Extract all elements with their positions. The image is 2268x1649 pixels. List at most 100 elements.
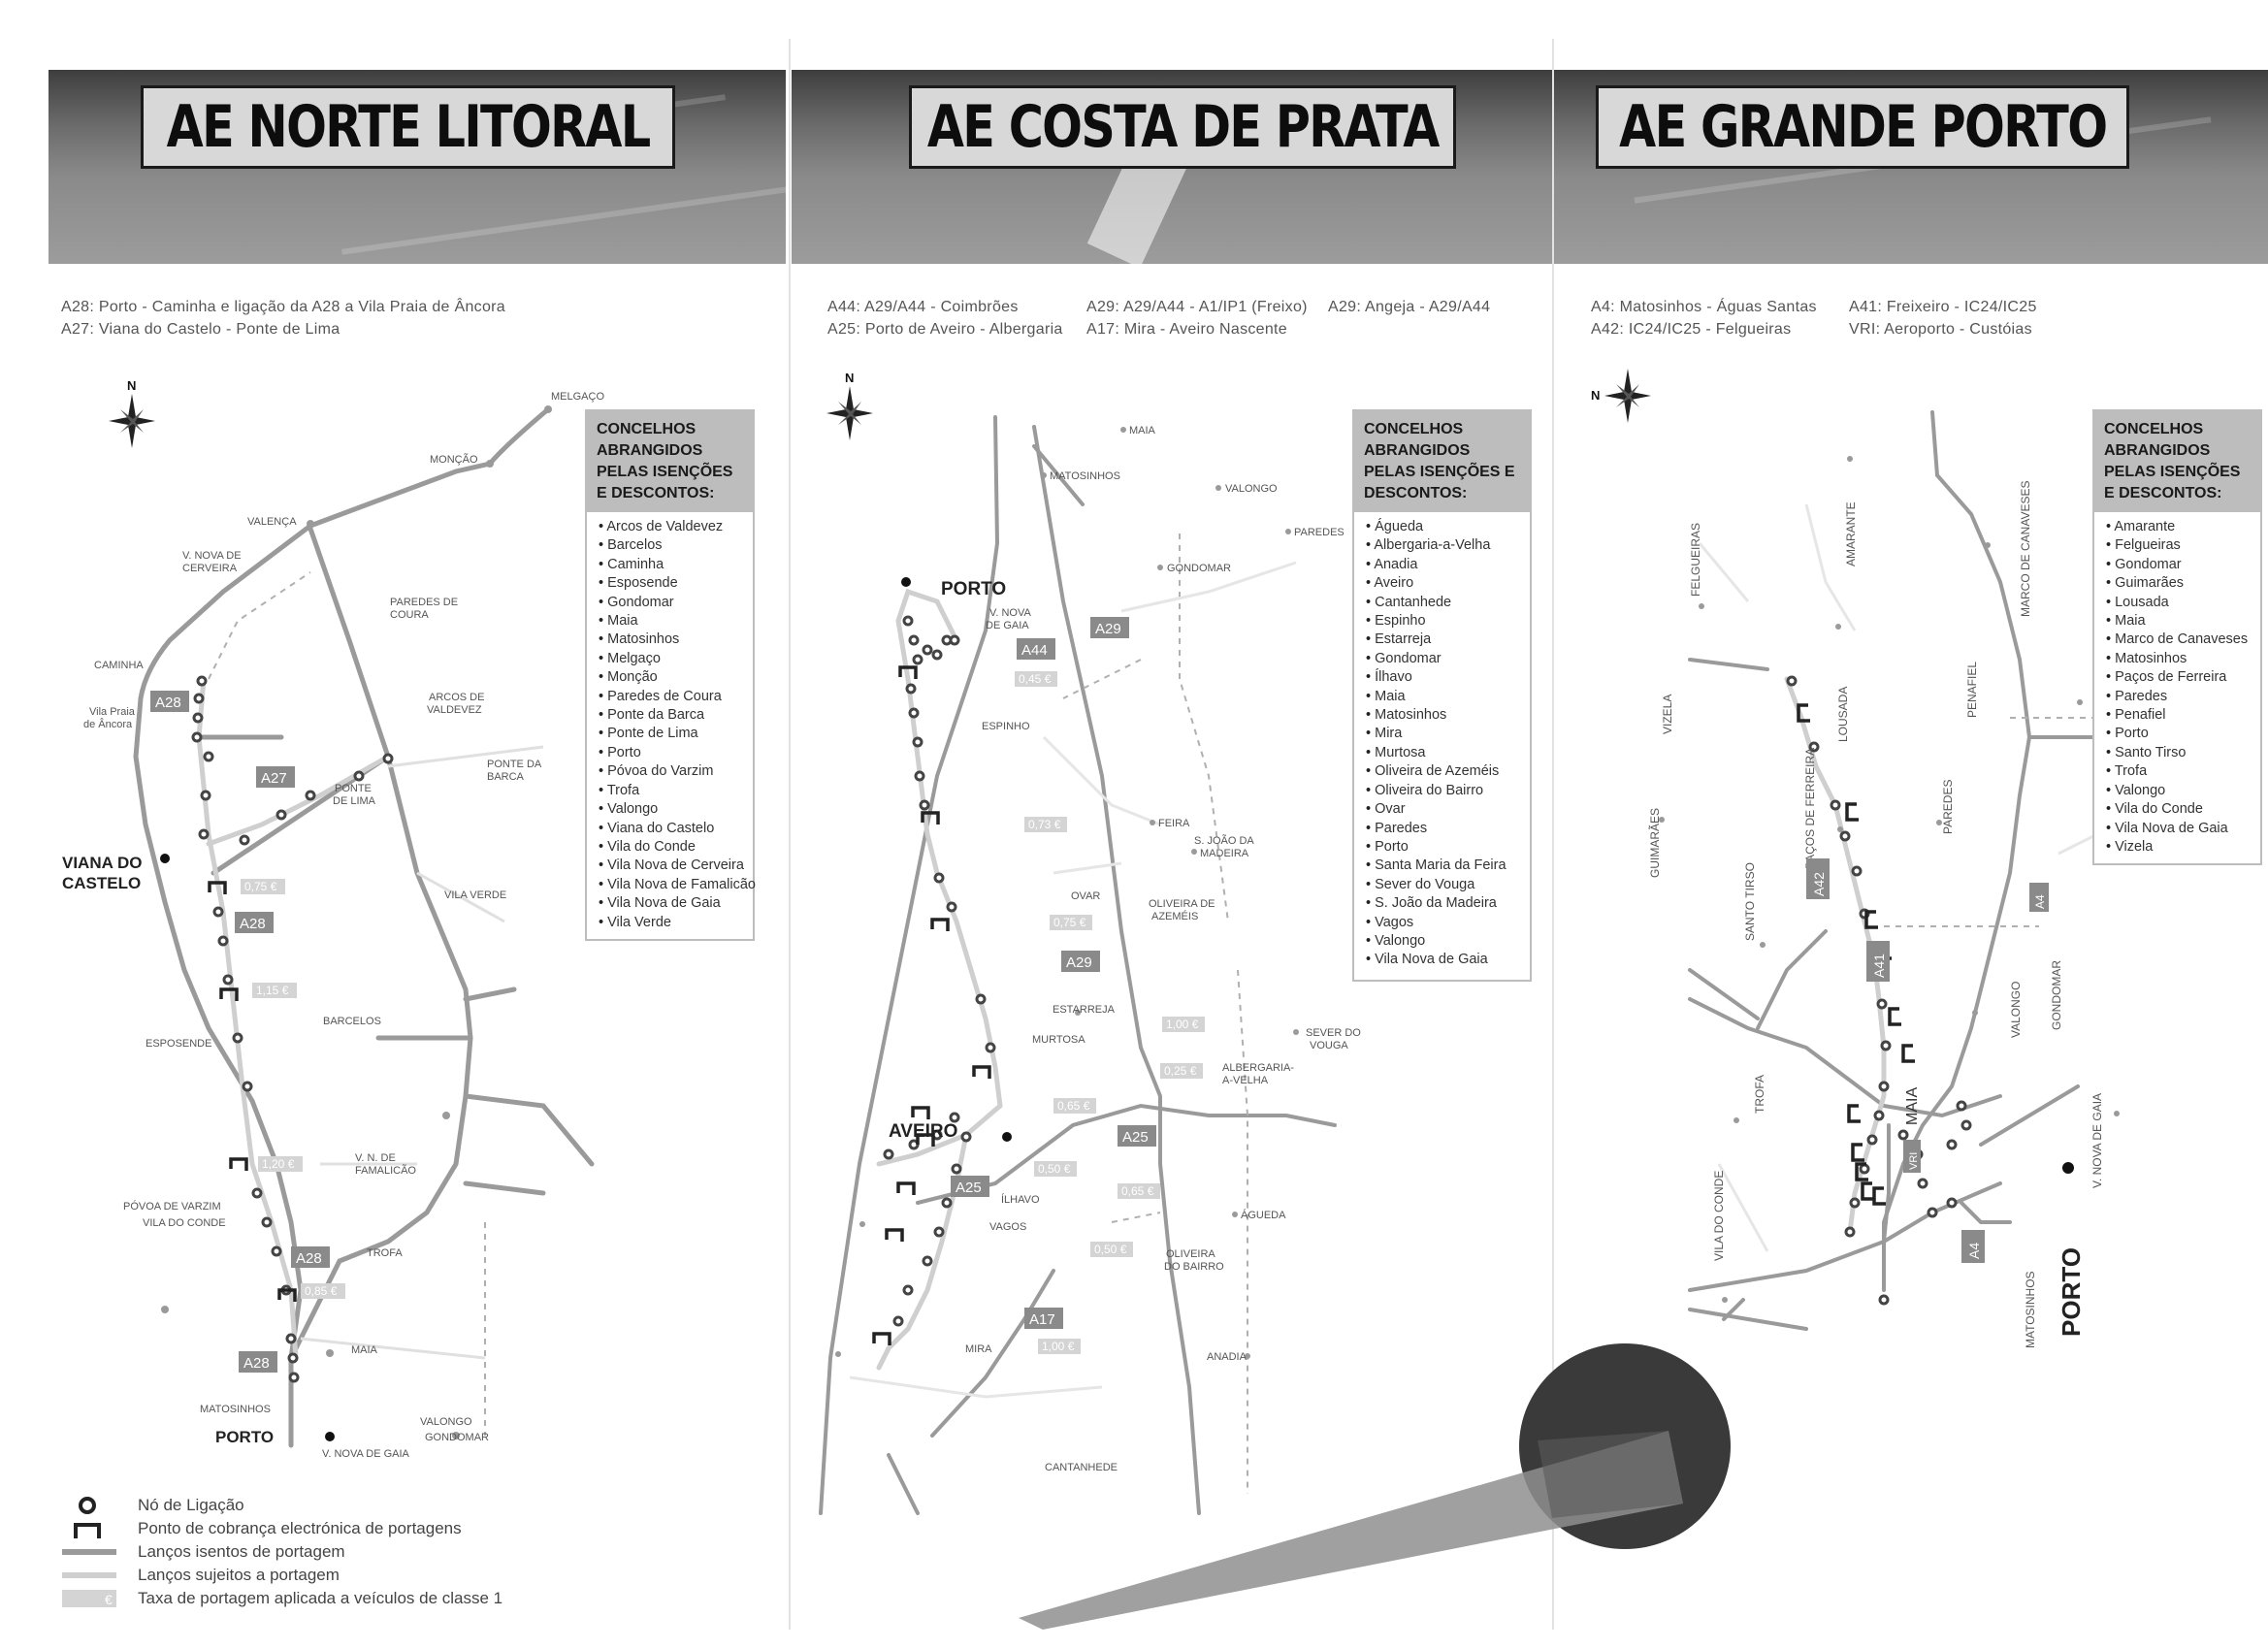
concelho-item: Amarante (2106, 518, 2252, 536)
place-label: ÁGUEDA (1241, 1209, 1286, 1221)
place-label: DE LIMA (333, 795, 376, 807)
route-item: A25: Porto de Aveiro - Albergaria (827, 321, 1063, 338)
place-label: VILA DO CONDE (1712, 1171, 1726, 1261)
place-label: GONDOMAR (2050, 960, 2063, 1030)
place-label: GUIMARÃES (1648, 808, 1662, 878)
route-list: A29: A29/A44 - A1/IP1 (Freixo) A17: Mira… (1086, 296, 1308, 340)
toll-price: 0,25 € (1164, 1064, 1197, 1078)
route-item: A41: Freixeiro - IC24/IC25 (1849, 299, 2037, 315)
place-label: SEVER DO (1306, 1027, 1361, 1039)
concelhos-box: CONCELHOS ABRANGIDOS PELAS ISENÇÕES E DE… (585, 409, 756, 941)
place-label: V. NOVA DE GAIA (2090, 1093, 2104, 1188)
concelho-item: Oliveira do Bairro (1366, 782, 1522, 800)
place-label: PONTE (335, 783, 372, 794)
road-shield: VRI (1908, 1152, 1920, 1170)
place-label: TROFA (367, 1247, 403, 1259)
concelho-item: Caminha (599, 556, 745, 574)
place-label: PENAFIEL (1965, 662, 1979, 718)
place-label: V. NOVA DE GAIA (322, 1448, 410, 1460)
concelho-item: Vagos (1366, 914, 1522, 932)
concelho-item: Espinho (1366, 612, 1522, 630)
concelho-item: Valongo (2106, 782, 2252, 800)
concelhos-box: CONCELHOS ABRANGIDOS PELAS ISENÇÕES E DE… (1352, 409, 1532, 982)
concelho-item: Trofa (599, 782, 745, 800)
route-list: A4: Matosinhos - Águas Santas A42: IC24/… (1591, 296, 1817, 340)
place-label: MATOSINHOS (1050, 470, 1120, 482)
place-label: MELGAÇO (551, 391, 604, 403)
road-shield: A29 (1095, 621, 1121, 637)
road-shield: A41 (1871, 954, 1887, 978)
place-label: BARCA (487, 771, 525, 783)
concelhos-box: CONCELHOS ABRANGIDOS PELAS ISENÇÕES E DE… (2092, 409, 2262, 865)
place-label: FEIRA (1158, 818, 1190, 829)
place-label: CAMINHA (94, 660, 144, 671)
concelho-item: Vila Nova de Gaia (599, 894, 745, 913)
road-shield: A28 (296, 1250, 322, 1267)
concelho-item: Ovar (1366, 800, 1522, 819)
place-label: PAREDES (1294, 527, 1345, 538)
toll-price: 1,00 € (1166, 1018, 1199, 1031)
concelho-item: Vizela (2106, 838, 2252, 857)
route-item: A27: Viana do Castelo - Ponte de Lima (61, 321, 340, 338)
place-label: MAIA (351, 1344, 378, 1356)
place-label: OLIVEIRA DE (1149, 898, 1215, 910)
concelho-item: Aveiro (1366, 574, 1522, 593)
place-label: TROFA (1753, 1075, 1766, 1114)
concelho-item: Vila Nova de Famalicão (599, 876, 756, 894)
concelhos-header: CONCELHOS ABRANGIDOS PELAS ISENÇÕES E DE… (587, 411, 753, 512)
place-label: DE GAIA (986, 620, 1029, 631)
toll-price: 0,85 € (305, 1284, 338, 1298)
panel-title: AE GRANDE PORTO (1596, 85, 2129, 169)
place-label: V. N. DE (355, 1152, 396, 1164)
concelho-item: Mira (1366, 725, 1522, 743)
place-label: LOUSADA (1836, 687, 1850, 742)
concelho-item: Monção (599, 668, 745, 687)
toll-price: 1,00 € (1042, 1340, 1075, 1353)
concelho-item: Trofa (2106, 762, 2252, 781)
place-label: ESPOSENDE (146, 1038, 211, 1050)
concelhos-list: Águeda Albergaria-a-Velha Anadia Aveiro … (1354, 512, 1530, 978)
concelho-item: Gondomar (599, 594, 745, 612)
toll-price: 0,50 € (1094, 1243, 1127, 1256)
place-label: FAMALICÃO (355, 1164, 416, 1177)
concelhos-list: Amarante Felgueiras Gondomar Guimarães L… (2094, 512, 2260, 864)
decorative-circle (1519, 1343, 1731, 1549)
concelho-item: Gondomar (1366, 650, 1522, 668)
concelho-item: Oliveira de Azeméis (1366, 762, 1522, 781)
concelho-item: Vila Nova de Cerveira (599, 857, 745, 875)
road-shield: A25 (956, 1180, 982, 1196)
place-label: ARCOS DE (429, 692, 484, 703)
panel-norte-litoral: AE NORTE LITORAL A28: Porto - Caminha e … (0, 0, 786, 1649)
place-label: VALONGO (1225, 483, 1278, 495)
place-label: CANTANHEDE (1045, 1462, 1118, 1473)
toll-price: 0,45 € (1019, 672, 1052, 686)
place-label: ANADIA (1207, 1351, 1247, 1363)
concelho-item: Porto (1366, 838, 1522, 857)
concelho-item: Paredes (2106, 688, 2252, 706)
legend-label: Lanços isentos de portagem (138, 1542, 345, 1561)
map-grande-porto: FELGUEIRAS AMARANTE MARCO DE CANAVESES L… (1648, 410, 2120, 1348)
route-item: A17: Mira - Aveiro Nascente (1086, 321, 1288, 338)
place-label: VALONGO (420, 1416, 472, 1428)
place-label: MURTOSA (1032, 1034, 1085, 1046)
concelho-item: Vila do Conde (2106, 800, 2252, 819)
place-label: GONDOMAR (425, 1432, 489, 1443)
concelho-item: Santo Tirso (2106, 744, 2252, 762)
concelhos-header: CONCELHOS ABRANGIDOS PELAS ISENÇÕES E DE… (2094, 411, 2260, 512)
concelho-item: Paços de Ferreira (2106, 668, 2252, 687)
road-shield: A44 (1021, 642, 1048, 659)
legend-row: Lanços sujeitos a portagem (58, 1564, 340, 1587)
route-list: A29: Angeja - A29/A44 (1328, 296, 1490, 318)
concelho-item: Matosinhos (599, 630, 745, 649)
compass-icon: N (107, 378, 157, 448)
place-label: ESPINHO (982, 721, 1030, 732)
concelho-item: Matosinhos (2106, 650, 2252, 668)
legend-row: Lanços isentos de portagem (58, 1540, 345, 1564)
place-label: MARCO DE CANAVESES (2019, 481, 2032, 617)
route-item: A42: IC24/IC25 - Felgueiras (1591, 321, 1792, 338)
place-label: ESTARREJA (1053, 1004, 1116, 1016)
concelho-item: Penafiel (2106, 706, 2252, 725)
place-label: VALONGO (2009, 982, 2023, 1038)
concelho-item: Viana do Castelo (599, 820, 745, 838)
place-label: VILA DO CONDE (143, 1217, 226, 1229)
